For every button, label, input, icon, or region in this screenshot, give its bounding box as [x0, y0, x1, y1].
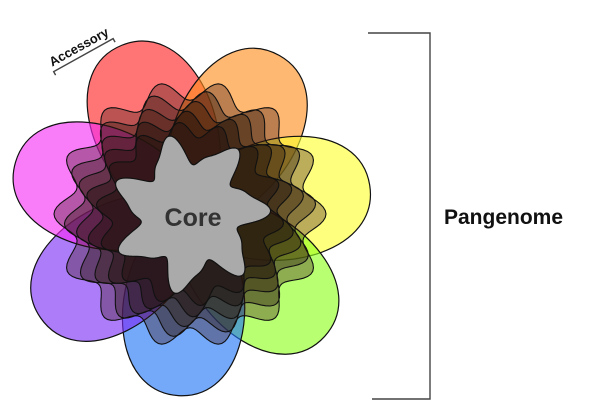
core-region — [114, 135, 272, 294]
pangenome-bracket — [368, 32, 431, 400]
core-label: Core — [165, 204, 222, 232]
pangenome-label: Pangenome — [444, 206, 563, 229]
accessory-bracket — [52, 37, 116, 76]
